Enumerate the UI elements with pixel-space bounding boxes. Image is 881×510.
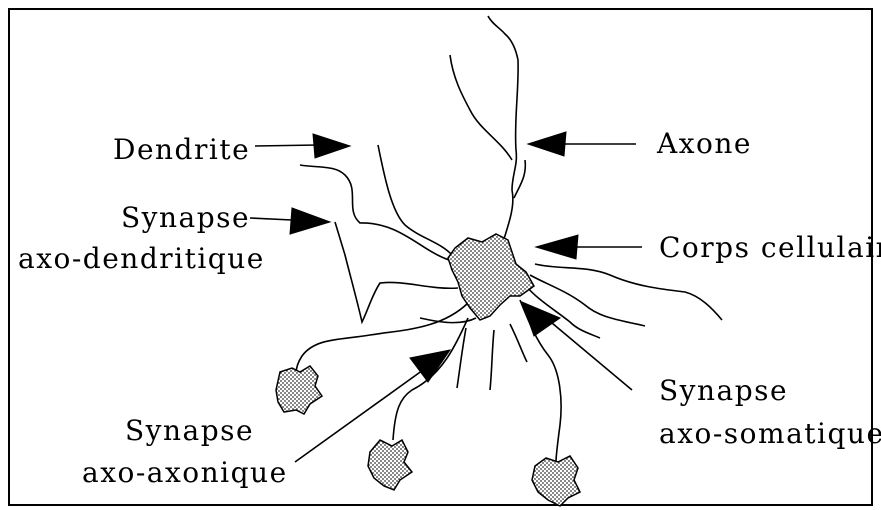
dendrite-left-curved bbox=[300, 165, 449, 260]
arrow-synapse-axo-axonique bbox=[410, 350, 450, 382]
axon-branch-center bbox=[490, 330, 494, 390]
arrow-synapse-axo-somatique bbox=[522, 302, 560, 336]
axon-terminal-left bbox=[276, 366, 322, 414]
label-synapse-axo-axonique-line2: axo-axonique bbox=[82, 456, 288, 489]
label-synapse-axo-somatique-line2: axo-somatique bbox=[659, 417, 881, 450]
dendrite-upper bbox=[378, 145, 452, 255]
label-axone: Axone bbox=[656, 127, 752, 160]
label-synapse-axo-axonique-line1: Synapse bbox=[125, 414, 254, 447]
label-dendrite: Dendrite bbox=[113, 133, 250, 166]
axone-left-branch bbox=[450, 55, 512, 160]
arrow-dendrite bbox=[313, 134, 350, 158]
dendrite-synapse-fiber bbox=[335, 222, 458, 322]
label-synapse-axo-dendritique-line1: Synapse bbox=[121, 201, 250, 234]
cell-body bbox=[448, 234, 534, 320]
axon-to-terminal-1 bbox=[296, 303, 468, 374]
axone-branches bbox=[450, 16, 525, 242]
axon-terminal-middle bbox=[368, 440, 412, 490]
axon-terminal-right bbox=[532, 456, 580, 506]
label-synapse-axo-dendritique-line2: axo-dendritique bbox=[18, 242, 265, 275]
arrow-axone bbox=[528, 132, 566, 156]
label-corps-cellulaire: Corps cellulaire bbox=[659, 231, 881, 264]
arrow-synapse-axo-dendritique bbox=[290, 208, 330, 234]
pointer-line-dendrite bbox=[255, 145, 318, 146]
axone-main-branch bbox=[488, 16, 518, 242]
arrow-corps-cellulaire bbox=[536, 235, 578, 259]
pointer-line-synapse-axo-dendritique bbox=[250, 218, 292, 220]
dendrite-right-short bbox=[510, 324, 527, 362]
label-synapse-axo-somatique-line1: Synapse bbox=[659, 374, 788, 407]
